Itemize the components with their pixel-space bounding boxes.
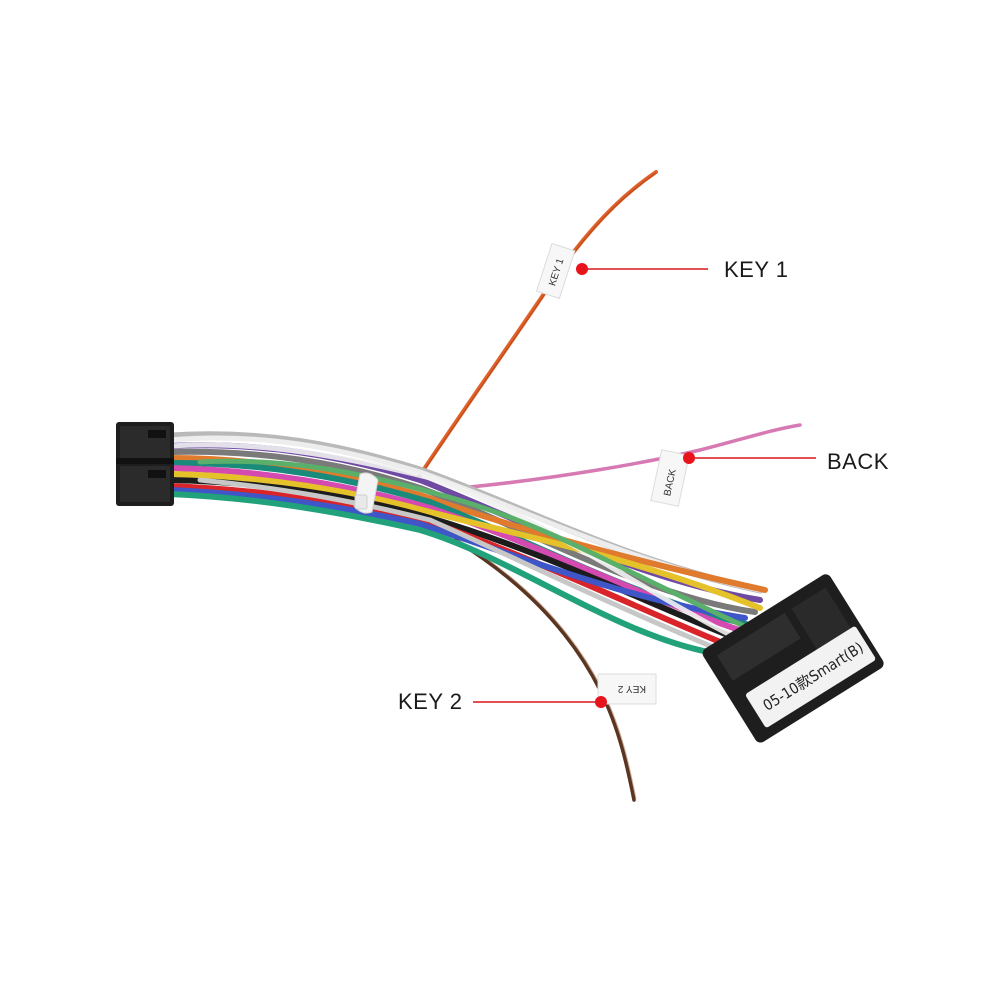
connector-label-plate	[746, 626, 876, 728]
callout-key2: KEY 2	[398, 689, 607, 714]
key1-wire-shade	[418, 172, 657, 479]
callout-key1: KEY 1	[576, 257, 788, 282]
right-connector: 05-10款Smart(B)	[702, 574, 884, 743]
wire-bundle	[166, 431, 768, 658]
key2-tag: KEY 2	[597, 673, 657, 705]
callout-dot	[595, 696, 607, 708]
callout-label-back: BACK	[827, 449, 889, 474]
callout-dot	[683, 452, 695, 464]
back-tag: BACK	[650, 449, 690, 507]
cable-tie	[353, 472, 379, 514]
key2-wire	[453, 538, 636, 802]
key2-wire-highlight	[456, 538, 637, 800]
callout-label-key2: KEY 2	[398, 689, 462, 714]
callout-back: BACK	[683, 449, 889, 474]
left-connector	[116, 422, 174, 506]
key1-wire	[416, 170, 658, 480]
callout-label-key1: KEY 1	[724, 257, 788, 282]
callout-dot	[576, 263, 588, 275]
svg-text:KEY 2: KEY 2	[617, 683, 646, 694]
back-wire	[468, 423, 802, 489]
key1-tag: KEY 1	[535, 242, 576, 300]
